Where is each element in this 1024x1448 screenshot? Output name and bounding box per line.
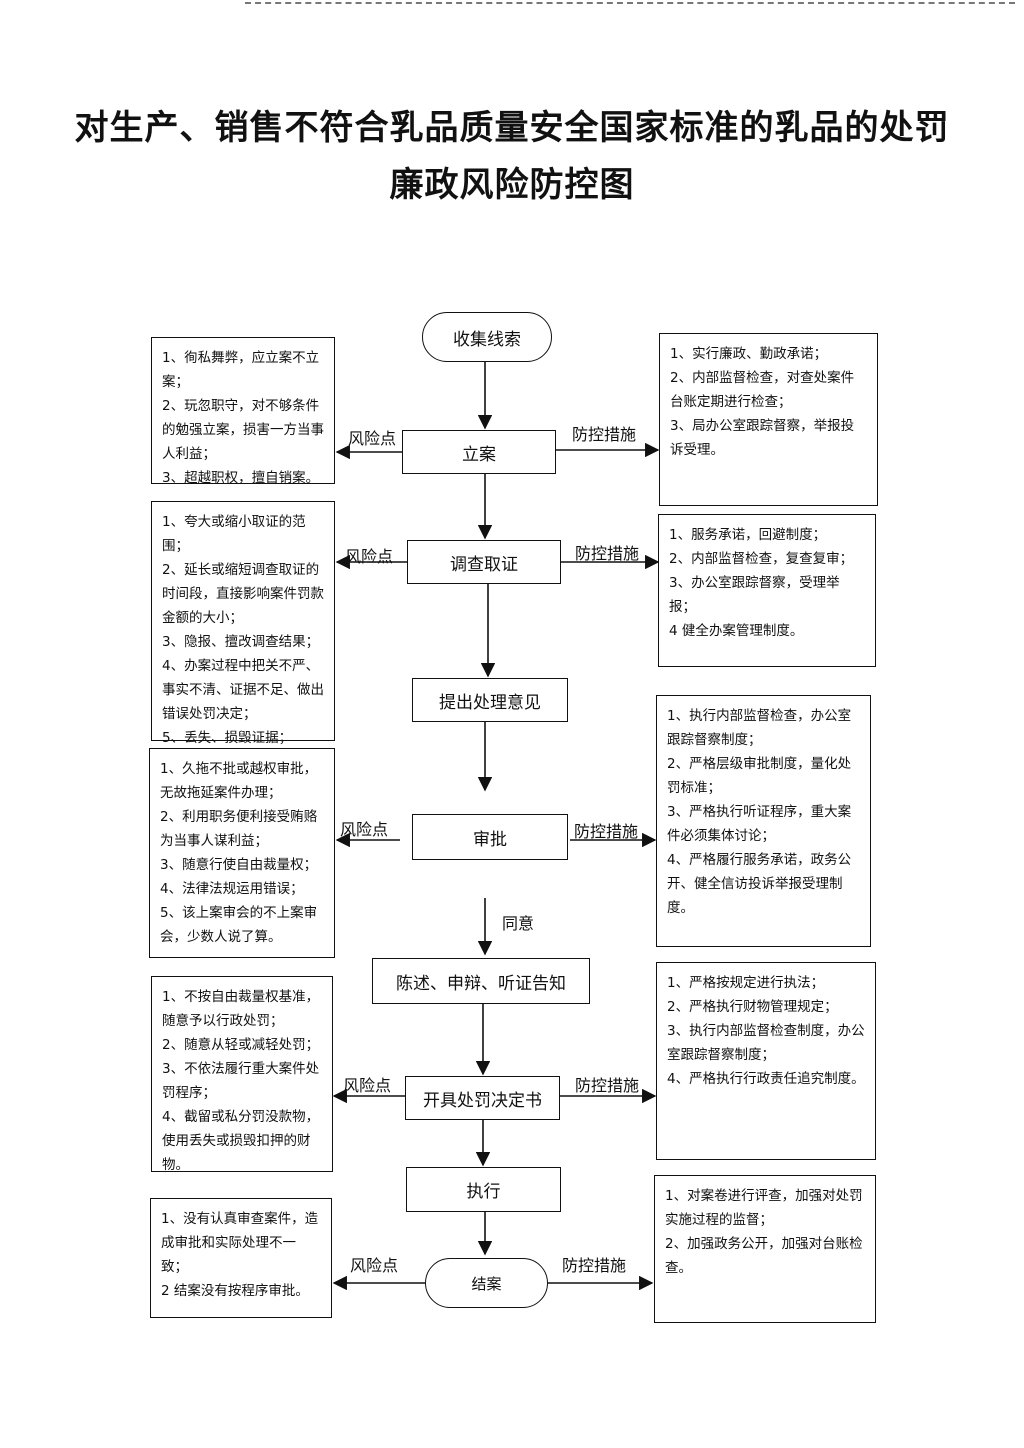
page-subtitle: 廉政风险防控图 [389, 165, 635, 205]
risk-label-close: 风险点 [350, 1256, 399, 1275]
risk-box-decision: 1、不按自由裁量权基准，随意予以行政处罚； 2、随意从轻或减轻处罚； 3、不依法… [151, 976, 333, 1173]
control-box-approve: 1、执行内部监督检查，办公室跟踪督察制度； 2、严格层级审批制度，量化处罚标准；… [656, 695, 871, 947]
node-propose-opinion: 提出处理意见 [412, 678, 568, 722]
top-border-line [245, 2, 1015, 4]
control-box-close: 1、对案卷进行评查，加强对处罚实施过程的监督； 2、加强政务公开，加强对台账检查… [654, 1175, 876, 1323]
control-label-register: 防控措施 [572, 425, 637, 444]
control-label-close: 防控措施 [562, 1256, 627, 1275]
node-collect-clues: 收集线索 [422, 312, 552, 362]
control-box-register: 1、实行廉政、勤政承诺； 2、内部监督检查，对查处案件台账定期进行检查； 3、局… [659, 333, 878, 506]
control-box-investigate: 1、服务承诺，回避制度； 2、内部监督检查，复查复审； 3、办公室跟踪督察，受理… [658, 514, 876, 667]
control-label-decision: 防控措施 [575, 1076, 640, 1095]
node-notify: 陈述、申辩、听证告知 [372, 958, 590, 1004]
node-investigate: 调查取证 [407, 540, 561, 584]
risk-label-decision: 风险点 [343, 1076, 392, 1095]
control-label-approve: 防控措施 [574, 822, 639, 841]
node-approve: 审批 [412, 814, 568, 860]
risk-box-investigate: 1、夸大或缩小取证的范围； 2、延长或缩短调查取证的时间段，直接影响案件罚款金额… [151, 501, 335, 770]
node-close-case: 结案 [425, 1258, 548, 1308]
risk-label-approve: 风险点 [340, 820, 389, 839]
risk-box-approve: 1、久拖不批或越权审批，无故拖延案件办理； 2、利用职务便利接受贿赂为当事人谋利… [149, 748, 335, 958]
page-title: 对生产、销售不符合乳品质量安全国家标准的乳品的处罚 [74, 108, 950, 148]
risk-label-register: 风险点 [348, 429, 397, 448]
node-penalty-decision: 开具处罚决定书 [405, 1076, 560, 1120]
control-label-investigate: 防控措施 [575, 544, 640, 563]
control-box-decision: 1、严格按规定进行执法； 2、严格执行财物管理规定； 3、执行内部监督检查制度，… [656, 962, 876, 1160]
risk-box-register: 1、徇私舞弊，应立案不立案； 2、玩忽职守，对不够条件的勉强立案，损害一方当事人… [151, 337, 335, 486]
agree-label: 同意 [502, 914, 535, 933]
risk-box-close: 1、没有认真审查案件，造成审批和实际处理不一致； 2 结案没有按程序审批。 [150, 1198, 332, 1318]
node-execute: 执行 [406, 1167, 561, 1212]
node-register-case: 立案 [402, 430, 556, 474]
risk-label-investigate: 风险点 [345, 547, 394, 566]
